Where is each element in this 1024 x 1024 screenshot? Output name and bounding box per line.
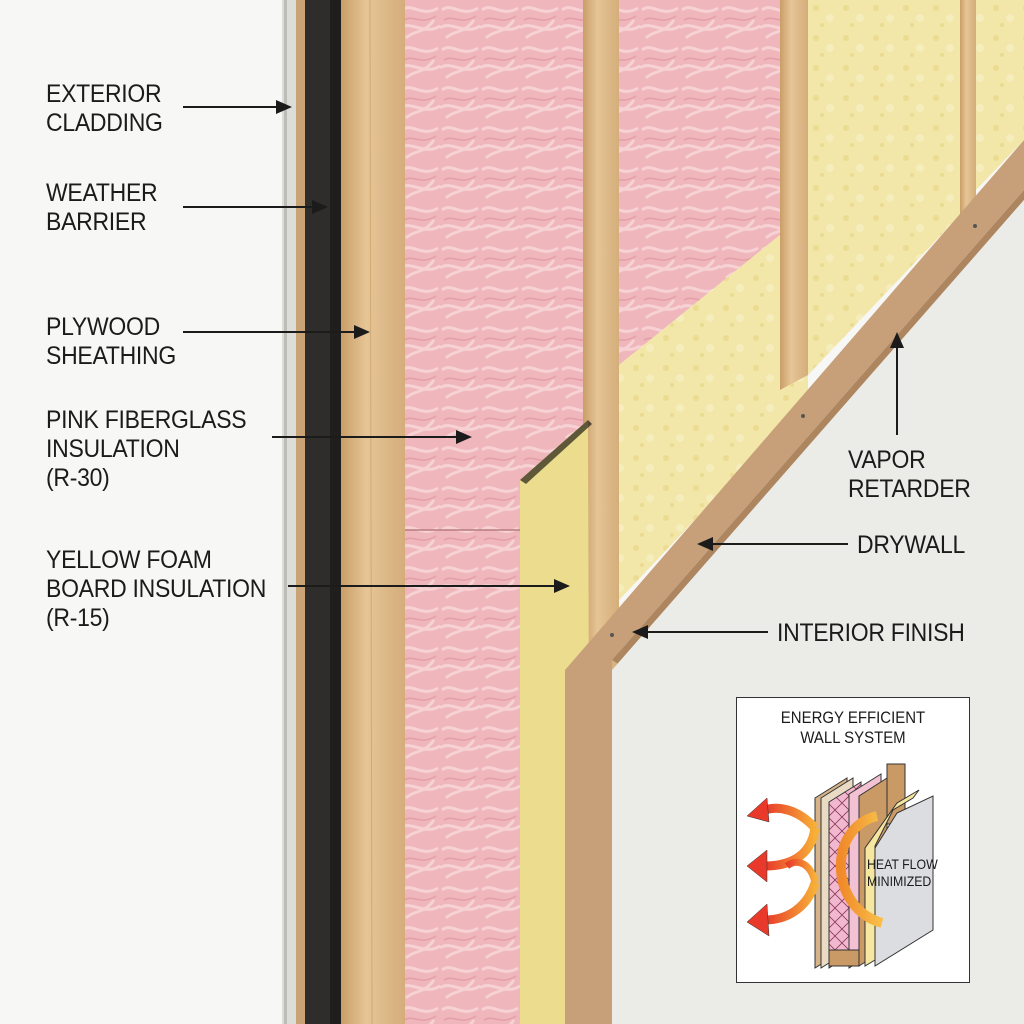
inset-wall-illustration	[746, 763, 934, 969]
plywood-sheathing-layer	[341, 0, 405, 1024]
label-vapor-retarder: VAPOR RETARDER	[848, 446, 971, 503]
exterior-cladding-layer	[282, 0, 305, 1024]
pointer-arrows	[183, 100, 904, 639]
label-exterior-cladding: EXTERIOR CLADDING	[46, 80, 163, 137]
inset-title: ENERGY EFFICIENT WALL SYSTEM	[780, 708, 926, 747]
label-interior-finish: INTERIOR FINISH	[777, 619, 965, 647]
drywall-layer	[565, 140, 1024, 1024]
heat-flow-arrows-icon	[746, 797, 884, 937]
inset-caption: HEAT FLOW MINIMIZED	[867, 856, 938, 889]
spray-foam-layer	[808, 0, 960, 375]
inset-energy-efficient-diagram: ENERGY EFFICIENT WALL SYSTEM	[736, 697, 970, 983]
label-pink-fiberglass-insulation: PINK FIBERGLASS INSULATION (R-30)	[46, 406, 247, 492]
label-drywall: DRYWALL	[857, 531, 965, 559]
label-yellow-foam-board-insulation: YELLOW FOAM BOARD INSULATION (R-15)	[46, 546, 267, 632]
label-plywood-sheathing: PLYWOOD SHEATHING	[46, 313, 176, 370]
label-weather-barrier: WEATHER BARRIER	[46, 179, 158, 236]
